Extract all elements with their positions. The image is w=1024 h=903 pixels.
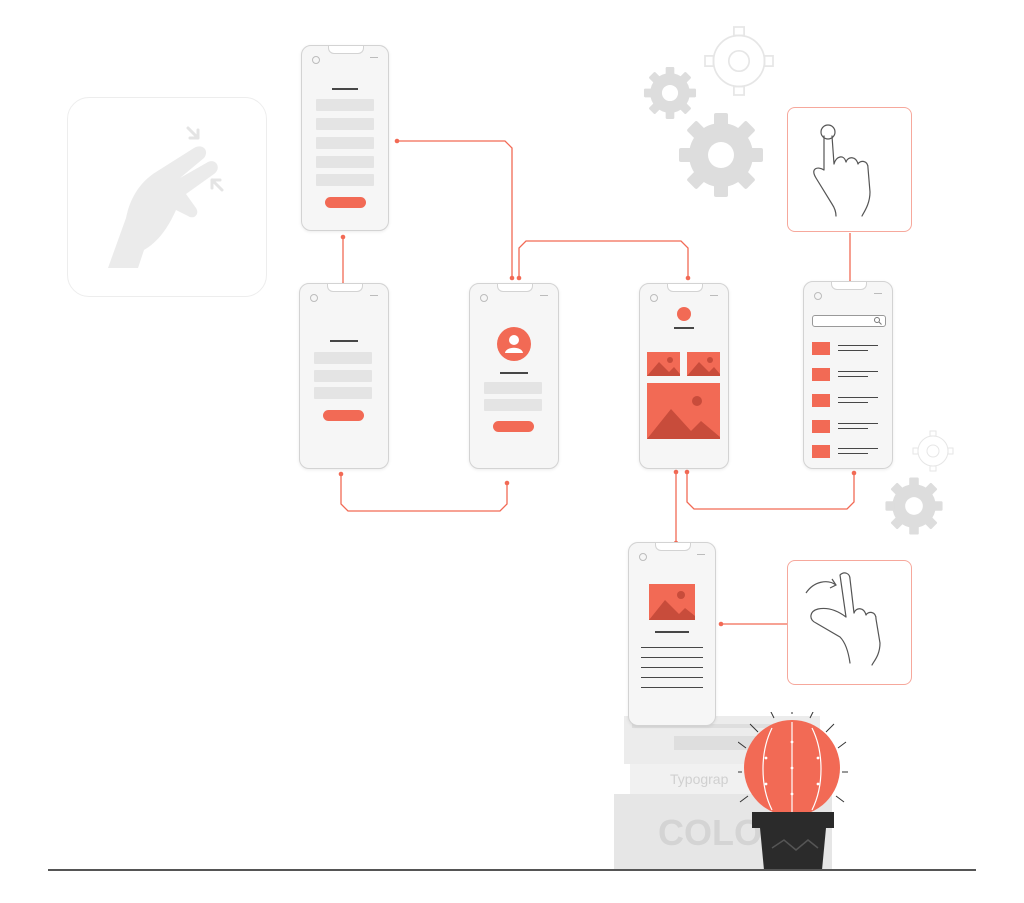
phone-screen-profile — [469, 283, 559, 469]
connector-1 — [397, 140, 513, 278]
connector-6 — [686, 472, 855, 510]
tap-gesture-icon — [813, 124, 871, 217]
list-item — [812, 420, 830, 433]
swipe-gesture-icon — [805, 572, 881, 666]
search-input — [812, 315, 886, 327]
book-title-top: Typograp — [670, 771, 729, 787]
phone-screen-login — [299, 283, 389, 469]
list-item — [812, 394, 830, 407]
connector-3 — [518, 240, 689, 278]
phone-screen-gallery — [639, 283, 729, 469]
tap-gesture-card — [787, 107, 912, 232]
user-icon — [497, 327, 531, 361]
login-button — [323, 410, 364, 421]
list-item — [812, 368, 830, 381]
book-middle: Typograp — [630, 764, 762, 794]
profile-action-button — [493, 421, 534, 432]
avatar — [677, 307, 691, 321]
image-icon — [647, 383, 720, 439]
search-icon — [874, 317, 882, 325]
ground-line — [48, 869, 976, 871]
connector-4 — [340, 474, 508, 512]
image-icon — [687, 352, 720, 376]
pinch-gesture-card — [67, 97, 267, 297]
swipe-gesture-card — [787, 560, 912, 685]
list-item — [812, 342, 830, 355]
cactus-icon — [738, 712, 848, 870]
pinch-gesture-icon — [108, 126, 224, 268]
phone-screen-list — [803, 281, 893, 469]
image-icon — [649, 584, 695, 620]
list-item — [812, 445, 830, 458]
phone-screen-form — [301, 45, 389, 231]
image-icon — [647, 352, 680, 376]
submit-button — [325, 197, 366, 208]
phone-screen-article — [628, 542, 716, 726]
